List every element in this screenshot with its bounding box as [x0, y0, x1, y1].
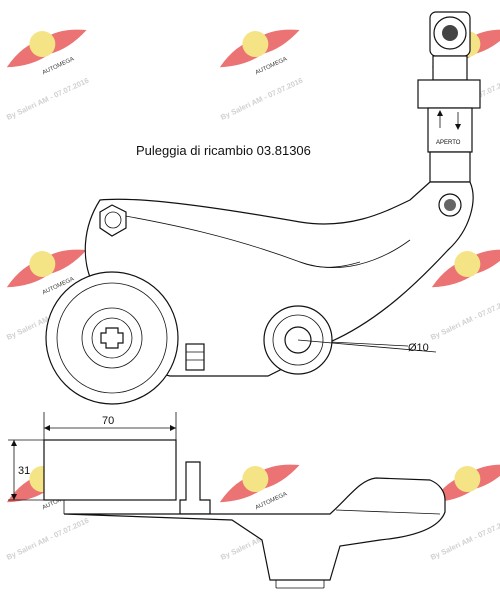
damper-top-pin: [442, 25, 458, 41]
tensioner-arm: [84, 181, 474, 377]
watermark-text: By Saleri AM - 07.07.2016: [5, 516, 90, 562]
watermark-logo: [431, 464, 500, 503]
drawing-caption: Puleggia di ricambio 03.81306: [136, 143, 311, 158]
damper-lower-body: [429, 151, 471, 183]
bolt-side: [179, 461, 211, 515]
arm-edge: [329, 341, 409, 347]
pulley-side: [43, 439, 177, 501]
arm-rib: [299, 261, 361, 268]
damper-body: [417, 79, 481, 109]
mounting-bolt-head: [104, 211, 122, 229]
watermark-text: By Saleri AM - 07.07.2016: [219, 76, 304, 122]
pulley-hub: [81, 307, 143, 369]
watermark-text: By Saleri AM - 07.07.2016: [5, 76, 90, 122]
watermark-logo-caption: AUTOMEGA: [255, 491, 289, 511]
pulley-rim: [56, 282, 168, 394]
pulley-boss: [91, 317, 133, 359]
bore-bushing: Ø10: [263, 305, 437, 375]
watermark-logo-caption: AUTOMEGA: [42, 56, 76, 76]
arm-stop-block: [185, 343, 205, 371]
tensioner-damper: APERTO: [417, 11, 481, 183]
watermark-logo: [431, 249, 500, 288]
pulley-height-label: 31: [18, 465, 30, 477]
diameter-leader: [297, 339, 437, 353]
dimension-height: 31: [8, 439, 44, 501]
watermark-logo: AUTOMEGA: [6, 249, 87, 296]
watermark-text: By Saleri AM - 07.07.2016: [429, 296, 500, 342]
pulley-width-label: 70: [102, 415, 114, 427]
arm-rib: [119, 214, 411, 268]
bushing-ring: [272, 314, 324, 366]
mounting-bolt-hex: [99, 204, 127, 237]
arm-side: [63, 477, 446, 581]
watermark-logo: AUTOMEGA: [219, 464, 300, 511]
idler-pulley: [45, 271, 179, 405]
damper-housing: [427, 107, 473, 153]
watermark-text: By Saleri AM - 07.07.2016: [429, 516, 500, 562]
dimension-width: 70: [43, 412, 177, 440]
arrow-up-icon-head: [437, 110, 443, 116]
side-view: [43, 439, 446, 589]
damper-rod: [432, 55, 468, 81]
tensioner-state-label: APERTO: [436, 140, 461, 146]
arm-pivot-pin: [444, 199, 456, 211]
arrow-down-icon-head: [455, 124, 461, 130]
watermark-logo-caption: AUTOMEGA: [255, 56, 289, 76]
bore-diameter-label: Ø10: [408, 342, 429, 354]
torx-bolt-icon: [100, 327, 124, 349]
